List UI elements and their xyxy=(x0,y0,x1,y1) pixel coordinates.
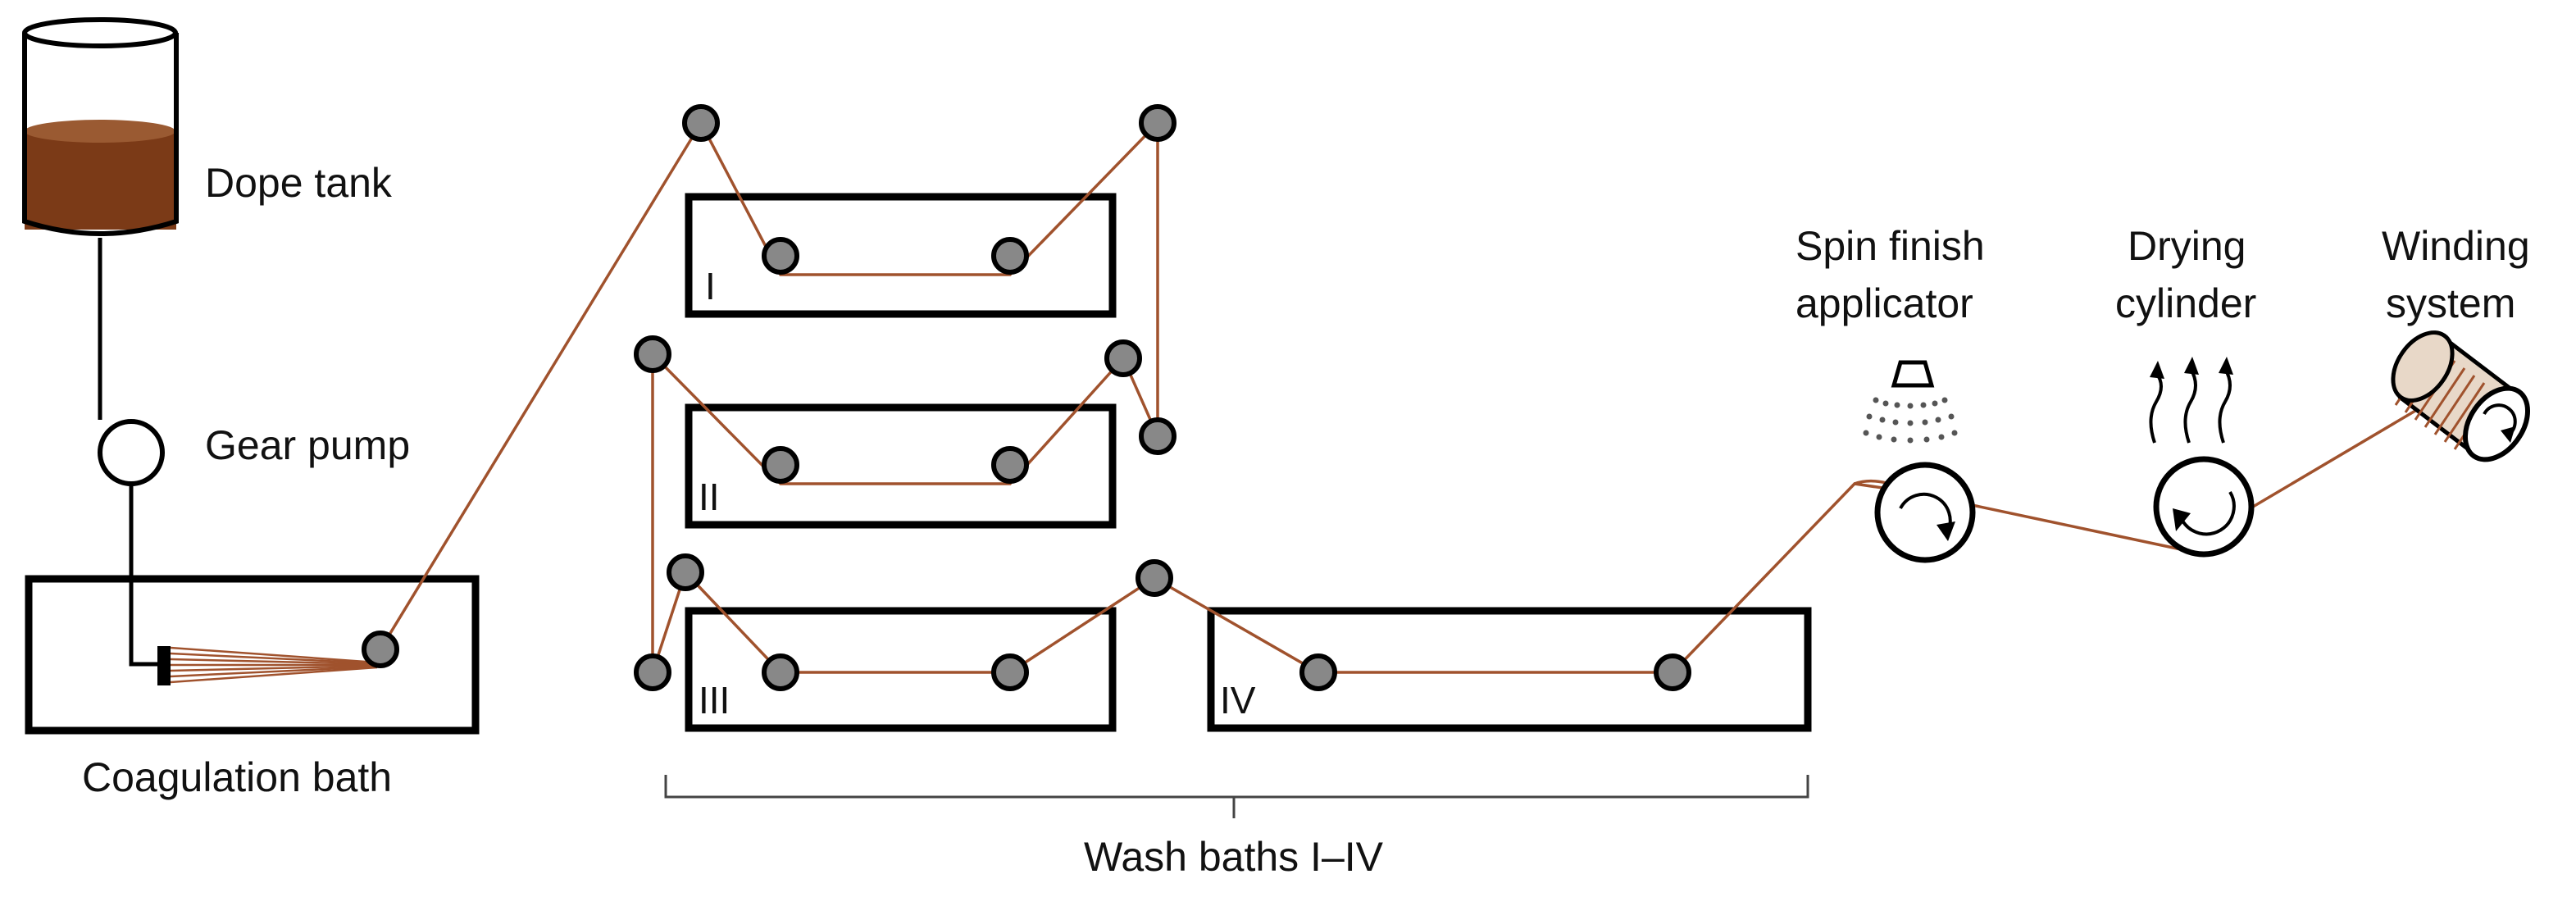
fiber-filaments xyxy=(170,646,378,684)
roller-wash3-top-right xyxy=(1136,559,1173,597)
spinneret xyxy=(157,646,171,685)
coagulation-bath xyxy=(25,575,480,735)
heat-arrows-icon xyxy=(2149,357,2233,444)
roller-wash1-bottom-left xyxy=(762,237,799,275)
spin-finish-label-line1: Spin finish xyxy=(1795,223,1985,269)
dope-tank xyxy=(22,17,179,236)
wash-baths-bracket xyxy=(664,775,1809,818)
roller-wash2-bottom-left xyxy=(762,446,799,484)
wash-baths-label: Wash baths I–IV xyxy=(1084,834,1384,880)
roller-coag-exit xyxy=(362,631,399,668)
gear-pump xyxy=(98,419,165,486)
wash-bath-4-numeral: IV xyxy=(1220,679,1256,722)
dope-surface xyxy=(25,120,175,143)
wash-bath-2-numeral: II xyxy=(699,476,720,518)
dope-tank-label: Dope tank xyxy=(205,160,393,206)
wash-bath-1 xyxy=(685,193,1117,318)
roller-wash3-top-left xyxy=(667,553,704,591)
roller-wash3-bottom-right xyxy=(991,653,1029,691)
drying-cylinder xyxy=(2153,456,2255,558)
roller-wash1-top-right xyxy=(1139,104,1176,142)
roller-wash2-top-right xyxy=(1104,339,1142,377)
roller-wash3-bottom-left xyxy=(762,653,799,691)
winding-label-line1: Winding xyxy=(2382,223,2530,269)
winding-spool xyxy=(2391,330,2531,462)
drying-label-line2: cylinder xyxy=(2115,280,2256,326)
spin-finish-label-line2: applicator xyxy=(1795,280,1973,326)
wash-bath-3 xyxy=(685,607,1117,732)
coagulation-bath-label: Coagulation bath xyxy=(82,754,392,800)
wash-bath-3-numeral: III xyxy=(699,679,730,722)
spin-finish-roller xyxy=(1874,462,1976,563)
roller-wash2-side-right xyxy=(1139,417,1176,455)
dope-fill xyxy=(25,131,176,230)
roller-wash2-bottom-right xyxy=(991,446,1029,484)
rotation-arrow-clockwise-icon xyxy=(1937,521,1955,541)
roller-wash1-top-left xyxy=(682,104,720,142)
drying-label-line1: Drying xyxy=(2128,223,2246,269)
winding-label-line2: system xyxy=(2386,280,2515,326)
gear-pump-label: Gear pump xyxy=(205,422,410,468)
roller-wash4-right xyxy=(1654,653,1691,691)
roller-wash1-bottom-right xyxy=(991,237,1029,275)
wash-bath-4 xyxy=(1207,607,1812,732)
wash-bath-1-numeral: I xyxy=(705,265,716,307)
roller-wash3-side-left xyxy=(634,653,671,691)
wash-bath-2 xyxy=(685,403,1117,529)
feed-line-lower xyxy=(129,484,164,667)
roller-wash4-left xyxy=(1299,653,1337,691)
roller-wash2-top-left xyxy=(634,335,671,373)
winding-rotation-arrow-icon xyxy=(2501,426,2515,443)
spray-nozzle-icon xyxy=(1863,360,1958,444)
rotation-arrow-counterclockwise-icon xyxy=(2173,508,2191,531)
